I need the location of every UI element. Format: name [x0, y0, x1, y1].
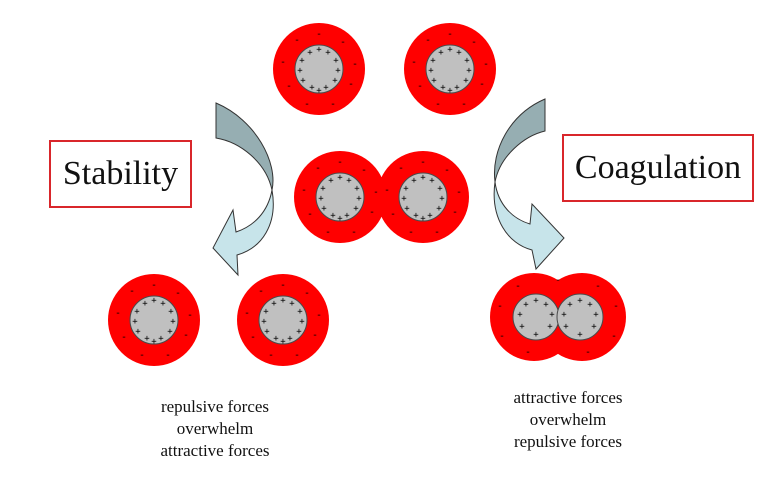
stable-particle-left: [107, 273, 201, 367]
stability-arrow: [212, 102, 274, 277]
coagulation-caption-line: attractive forces: [513, 388, 623, 407]
coagulation-caption-line: overwhelm: [529, 410, 607, 429]
stability-caption-line: repulsive forces: [160, 397, 270, 416]
coagulation-caption: attractive forces overwhelm repulsive fo…: [478, 387, 658, 453]
stability-label: Stability: [62, 155, 179, 192]
stability-caption-line: attractive forces: [160, 441, 270, 460]
top-right-particle: [403, 22, 497, 116]
coagulation-caption-line: repulsive forces: [513, 432, 623, 451]
coagulation-arrow: [493, 98, 565, 271]
stability-label-box: Stability: [49, 140, 192, 208]
top-left-particle: [272, 22, 366, 116]
coagulation-label-box: Coagulation: [562, 134, 754, 202]
stable-particle-right: [236, 273, 330, 367]
coagulation-label: Coagulation: [574, 149, 742, 186]
stability-caption-line: overwhelm: [176, 419, 254, 438]
coagulated-particle-pair: [489, 272, 627, 362]
center-particle-pair: [293, 150, 470, 244]
stability-caption: repulsive forces overwhelm attractive fo…: [125, 396, 305, 462]
